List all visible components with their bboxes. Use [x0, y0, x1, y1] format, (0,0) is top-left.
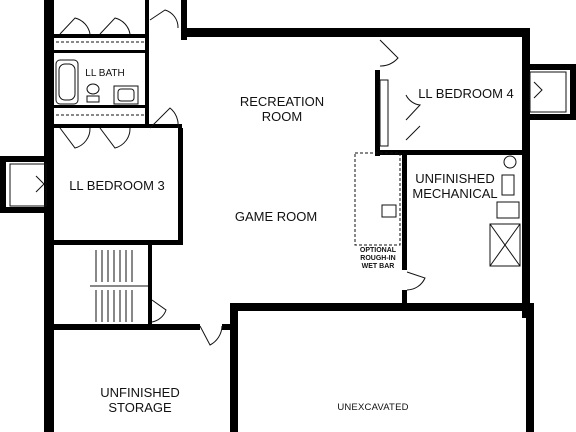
- room-label-unfinished-mechanical-line2: MECHANICAL: [412, 186, 497, 201]
- room-labels: LL BATH LL BEDROOM 3 LL BEDROOM 4 RECREA…: [69, 68, 514, 415]
- room-label-game-room: GAME ROOM: [235, 209, 317, 224]
- room-label-ll-bedroom-4: LL BEDROOM 4: [418, 86, 514, 101]
- room-label-unfinished-storage-line2: STORAGE: [108, 400, 172, 415]
- room-label-ll-bedroom-3: LL BEDROOM 3: [69, 178, 165, 193]
- room-label-recreation-room-line2: ROOM: [262, 109, 302, 124]
- note-wet-bar-line1: OPTIONAL: [360, 247, 397, 254]
- room-label-unfinished-storage-line1: UNFINISHED: [100, 385, 179, 400]
- note-wet-bar-line2: ROUGH-IN: [360, 255, 395, 262]
- note-wet-bar-line3: WET BAR: [362, 263, 395, 270]
- room-label-unfinished-mechanical-line1: UNFINISHED: [415, 171, 494, 186]
- room-label-recreation-room-line1: RECREATION: [240, 94, 324, 109]
- room-label-unexcavated: UNEXCAVATED: [337, 402, 408, 413]
- fixtures: [9, 9, 567, 346]
- room-label-ll-bath: LL BATH: [85, 68, 124, 79]
